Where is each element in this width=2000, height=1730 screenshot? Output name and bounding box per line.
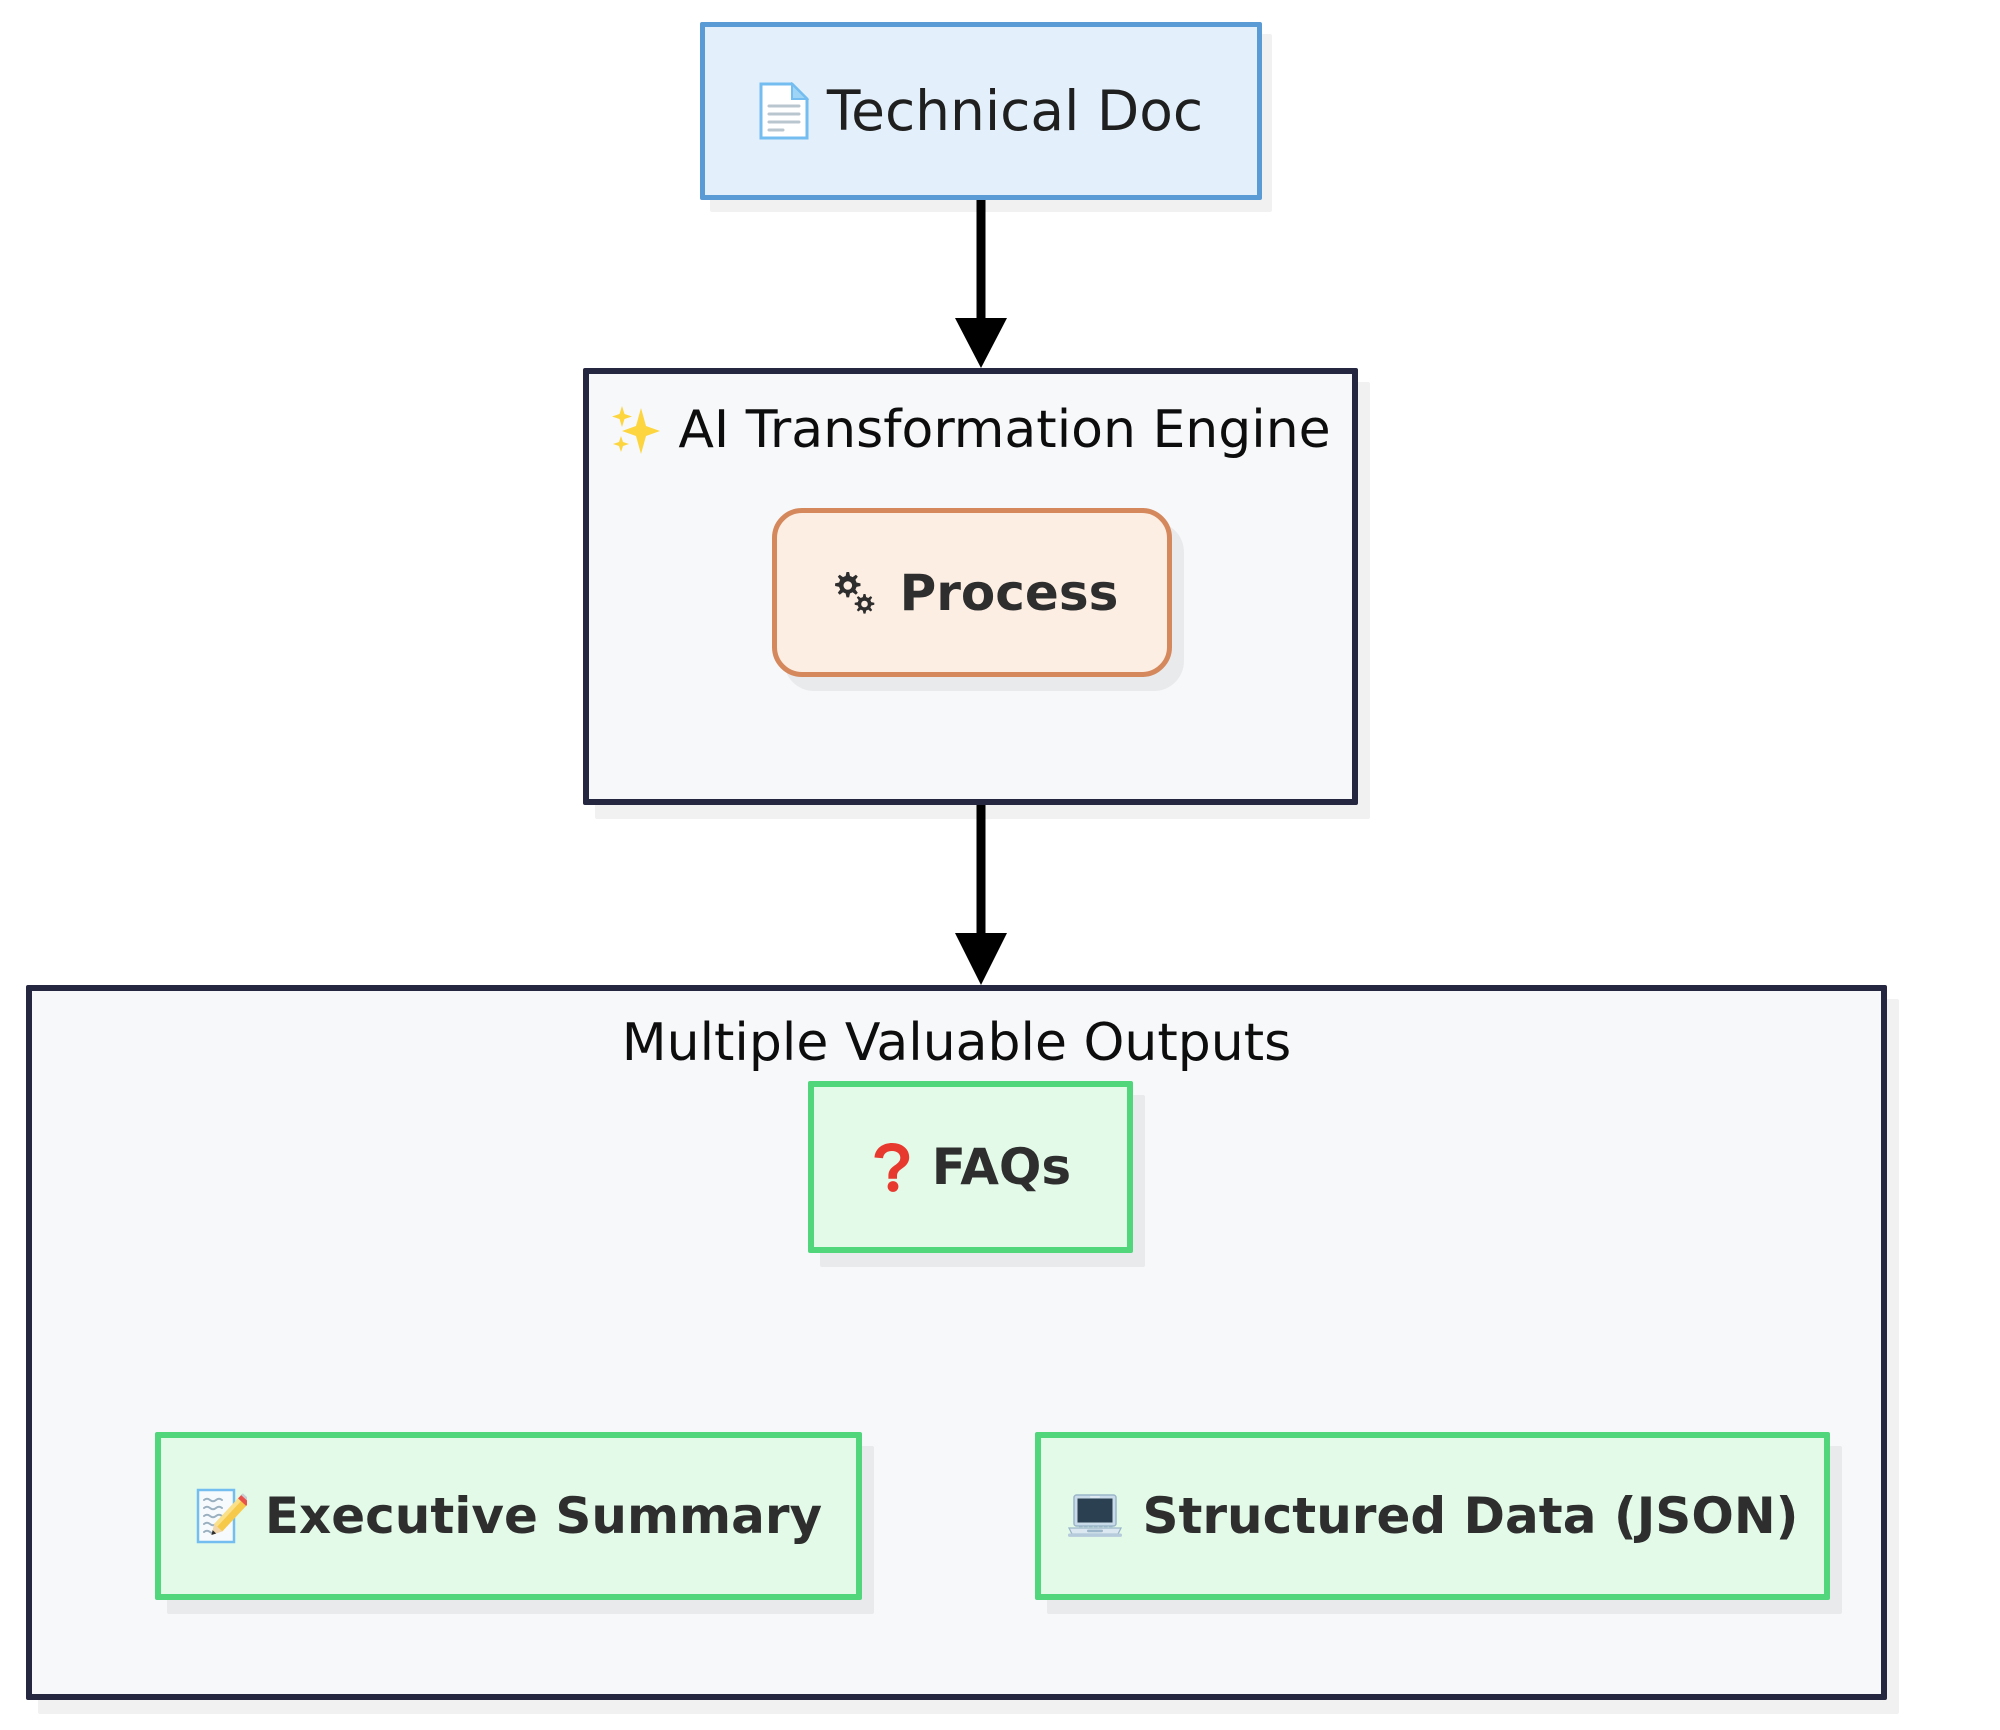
memo-icon [195,1487,247,1545]
subgraph-ai-transformation-engine: AI Transformation Engine [583,368,1358,805]
node-process-content: Process [826,563,1119,622]
node-faqs-label: FAQs [931,1138,1072,1196]
node-executive-summary-content: Executive Summary [195,1487,822,1545]
node-technical-doc-content: Technical Doc [759,79,1203,143]
sparkles-icon [610,404,662,456]
subgraph-engine-title: AI Transformation Engine [589,400,1352,469]
subgraph-engine-title-label: AI Transformation Engine [678,400,1331,460]
node-structured-data-label: Structured Data (JSON) [1142,1487,1799,1545]
subgraph-outputs-title: Multiple Valuable Outputs [32,1013,1881,1073]
gears-icon [826,568,882,618]
node-executive-summary[interactable]: Executive Summary [155,1432,862,1600]
laptop-icon [1066,1492,1124,1540]
node-process-label: Process [899,563,1119,622]
node-technical-doc[interactable]: Technical Doc [700,22,1262,200]
node-executive-summary-label: Executive Summary [264,1487,823,1545]
node-faqs[interactable]: FAQs [808,1081,1133,1253]
node-technical-doc-label: Technical Doc [826,79,1204,143]
node-structured-data-content: Structured Data (JSON) [1066,1487,1799,1545]
subgraph-outputs-title-label: Multiple Valuable Outputs [621,1013,1292,1073]
node-faqs-content: FAQs [870,1138,1071,1196]
node-structured-data[interactable]: Structured Data (JSON) [1035,1432,1830,1600]
node-process[interactable]: Process [772,508,1172,677]
document-icon [759,82,809,140]
question-mark-icon [870,1140,914,1194]
